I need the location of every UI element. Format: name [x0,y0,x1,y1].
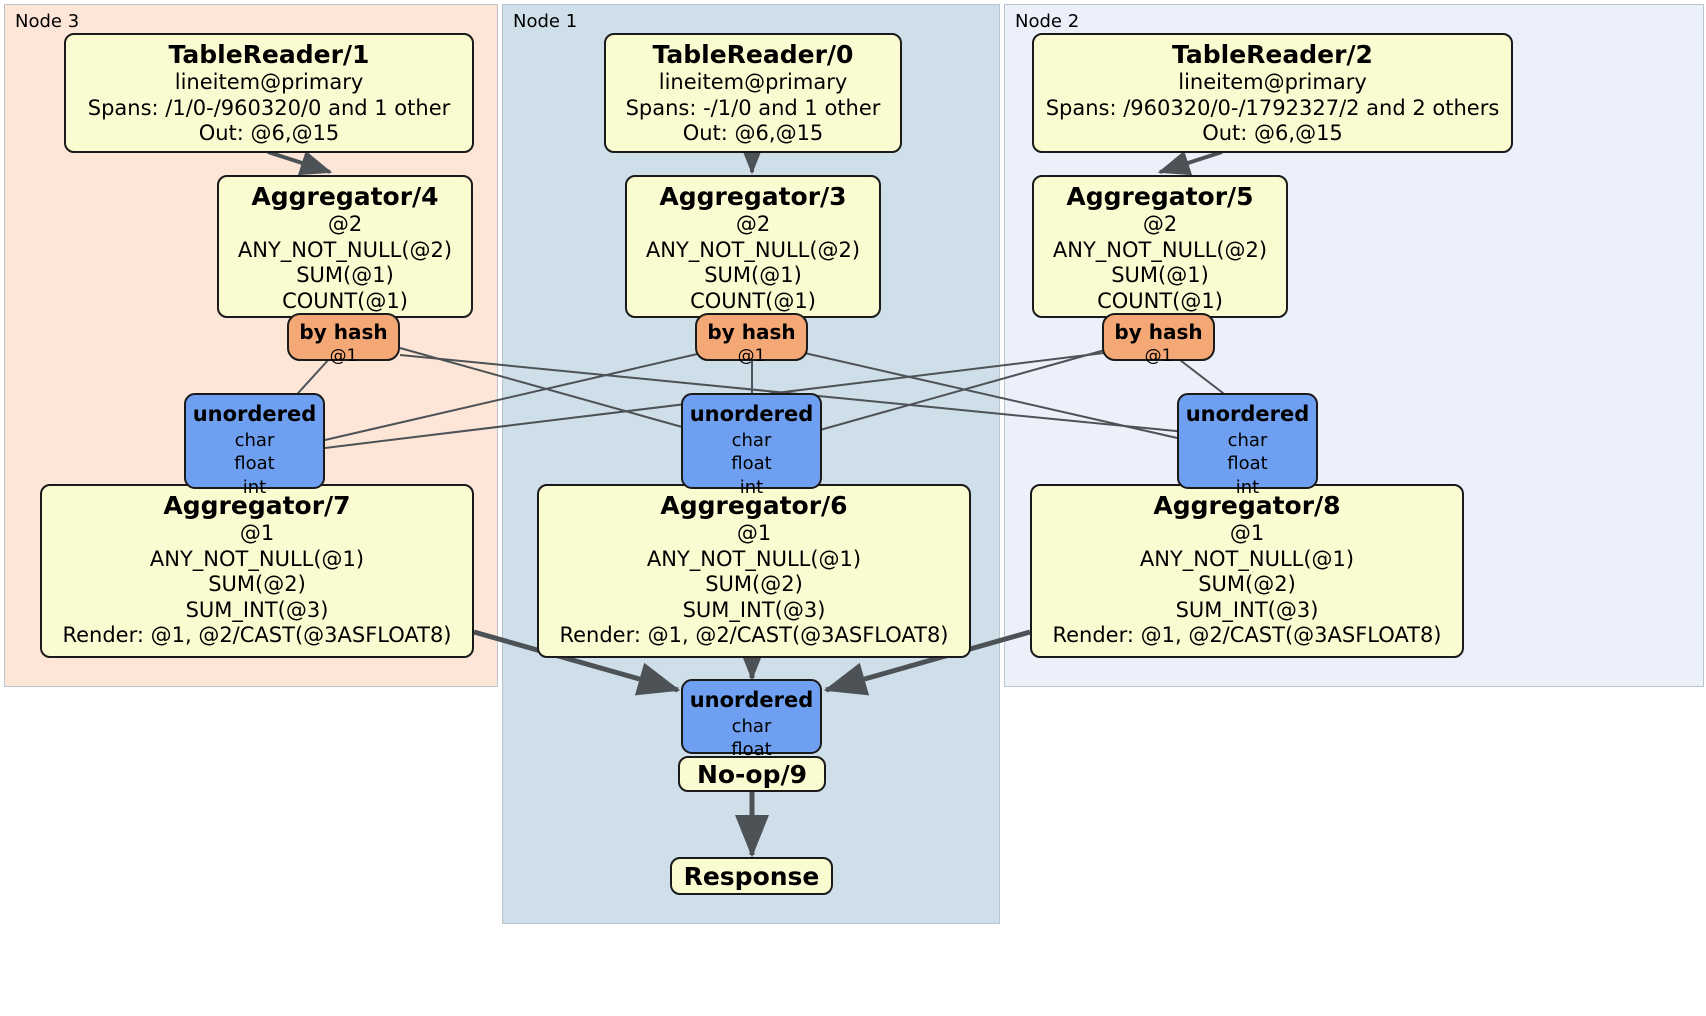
synchronizer-type: char [1227,429,1268,451]
router-title: by hash [299,320,388,344]
processor-line: @2 [735,212,771,236]
processor-line: Render: @1, @2/CAST(@3ASFLOAT8) [1052,623,1442,648]
processor-title: No-op/9 [696,759,808,789]
processor-line: Render: @1, @2/CAST(@3ASFLOAT8) [62,623,452,648]
panel-node-1-label: Node 1 [513,11,578,32]
processor-title: TableReader/0 [652,40,854,69]
processor-title: Response [683,861,820,891]
synchronizer-type: float [234,453,275,475]
processor-line: ANY_NOT_NULL(@2) [237,237,453,262]
router-by-hash-left[interactable]: by hash @1 [287,313,400,366]
processor-line: lineitem@primary [174,70,364,94]
synchronizer-title: unordered [689,402,814,426]
processor-line: SUM_INT(@3) [1175,597,1319,622]
processor-line: SUM(@1) [296,263,394,288]
synchronizer-type: float [731,453,772,475]
router-title: by hash [1114,320,1203,344]
processor-line: Render: @1, @2/CAST(@3ASFLOAT8) [559,623,949,648]
processor-noop-9[interactable]: No-op/9 [678,756,826,792]
synchronizer-unordered-left[interactable]: unordered char float int [184,393,325,498]
processor-aggregator-5[interactable]: Aggregator/5 @2 ANY_NOT_NULL(@2) SUM(@1)… [1032,175,1288,318]
processor-title: Aggregator/4 [251,182,439,211]
processor-line: Spans: /960320/0-/1792327/2 and 2 others [1045,95,1500,120]
processor-title: TableReader/2 [1172,40,1373,69]
router-title: by hash [707,320,796,344]
processor-line: SUM(@1) [704,263,802,288]
processor-line: SUM(@2) [1198,572,1296,597]
processor-line: @1 [1229,521,1265,545]
processor-tablereader-0[interactable]: TableReader/0 lineitem@primary Spans: -/… [604,33,902,153]
panel-node-2-label: Node 2 [1015,11,1080,32]
processor-line: SUM_INT(@3) [185,597,329,622]
router-by-hash-right[interactable]: by hash @1 [1102,313,1215,366]
processor-title: Aggregator/5 [1066,182,1254,211]
processor-line: ANY_NOT_NULL(@1) [149,546,365,571]
processor-title: Aggregator/8 [1153,491,1341,520]
router-detail: @1 [1144,346,1173,366]
processor-line: ANY_NOT_NULL(@2) [645,237,861,262]
processor-tablereader-1[interactable]: TableReader/1 lineitem@primary Spans: /1… [64,33,474,153]
synchronizer-title: unordered [192,402,317,426]
processor-line: ANY_NOT_NULL(@1) [1139,546,1355,571]
processor-aggregator-4[interactable]: Aggregator/4 @2 ANY_NOT_NULL(@2) SUM(@1)… [217,175,473,318]
processor-line: SUM_INT(@3) [682,597,826,622]
processor-line: Out: @6,@15 [198,121,340,146]
synchronizer-title: unordered [1185,402,1310,426]
processor-title: Aggregator/7 [163,491,351,520]
processor-title: Aggregator/3 [659,182,847,211]
processor-aggregator-8[interactable]: Aggregator/8 @1 ANY_NOT_NULL(@1) SUM(@2)… [1030,484,1464,658]
processor-line: @1 [736,521,772,545]
processor-title: TableReader/1 [168,40,370,69]
synchronizer-type: char [731,429,772,451]
processor-line: @1 [239,521,275,545]
synchronizer-type: char [234,429,275,451]
router-detail: @1 [737,346,766,366]
processor-line: Spans: /1/0-/960320/0 and 1 other [87,95,451,120]
processor-line: lineitem@primary [1178,70,1367,94]
processor-response[interactable]: Response [670,857,833,895]
processor-line: Spans: -/1/0 and 1 other [625,95,881,120]
processor-aggregator-3[interactable]: Aggregator/3 @2 ANY_NOT_NULL(@2) SUM(@1)… [625,175,881,318]
synchronizer-unordered-final[interactable]: unordered char float [681,679,822,760]
panel-node-3-label: Node 3 [15,11,80,32]
synchronizer-unordered-center[interactable]: unordered char float int [681,393,822,498]
processor-tablereader-2[interactable]: TableReader/2 lineitem@primary Spans: /9… [1032,33,1513,153]
router-by-hash-center[interactable]: by hash @1 [695,313,808,366]
processor-line: COUNT(@1) [282,288,408,313]
processor-line: @2 [327,212,363,236]
processor-aggregator-7[interactable]: Aggregator/7 @1 ANY_NOT_NULL(@1) SUM(@2)… [40,484,474,658]
synchronizer-type: float [731,739,772,761]
processor-line: SUM(@1) [1111,263,1209,288]
synchronizer-type: float [1227,453,1268,475]
processor-line: Out: @6,@15 [1202,121,1343,146]
processor-aggregator-6[interactable]: Aggregator/6 @1 ANY_NOT_NULL(@1) SUM(@2)… [537,484,971,658]
synchronizer-type: int [1235,477,1260,499]
processor-line: lineitem@primary [658,70,848,94]
synchronizer-title: unordered [689,688,814,712]
processor-line: ANY_NOT_NULL(@1) [646,546,862,571]
synchronizer-unordered-right[interactable]: unordered char float int [1177,393,1318,498]
processor-line: ANY_NOT_NULL(@2) [1052,237,1268,262]
processor-line: COUNT(@1) [690,288,816,313]
router-detail: @1 [329,346,358,366]
processor-line: Out: @6,@15 [682,121,824,146]
processor-title: Aggregator/6 [660,491,848,520]
processor-line: COUNT(@1) [1097,288,1223,313]
processor-line: SUM(@2) [208,572,306,597]
processor-line: SUM(@2) [705,572,803,597]
synchronizer-type: int [739,477,764,499]
synchronizer-type: int [242,477,267,499]
synchronizer-type: char [731,715,772,737]
processor-line: @2 [1142,212,1178,236]
